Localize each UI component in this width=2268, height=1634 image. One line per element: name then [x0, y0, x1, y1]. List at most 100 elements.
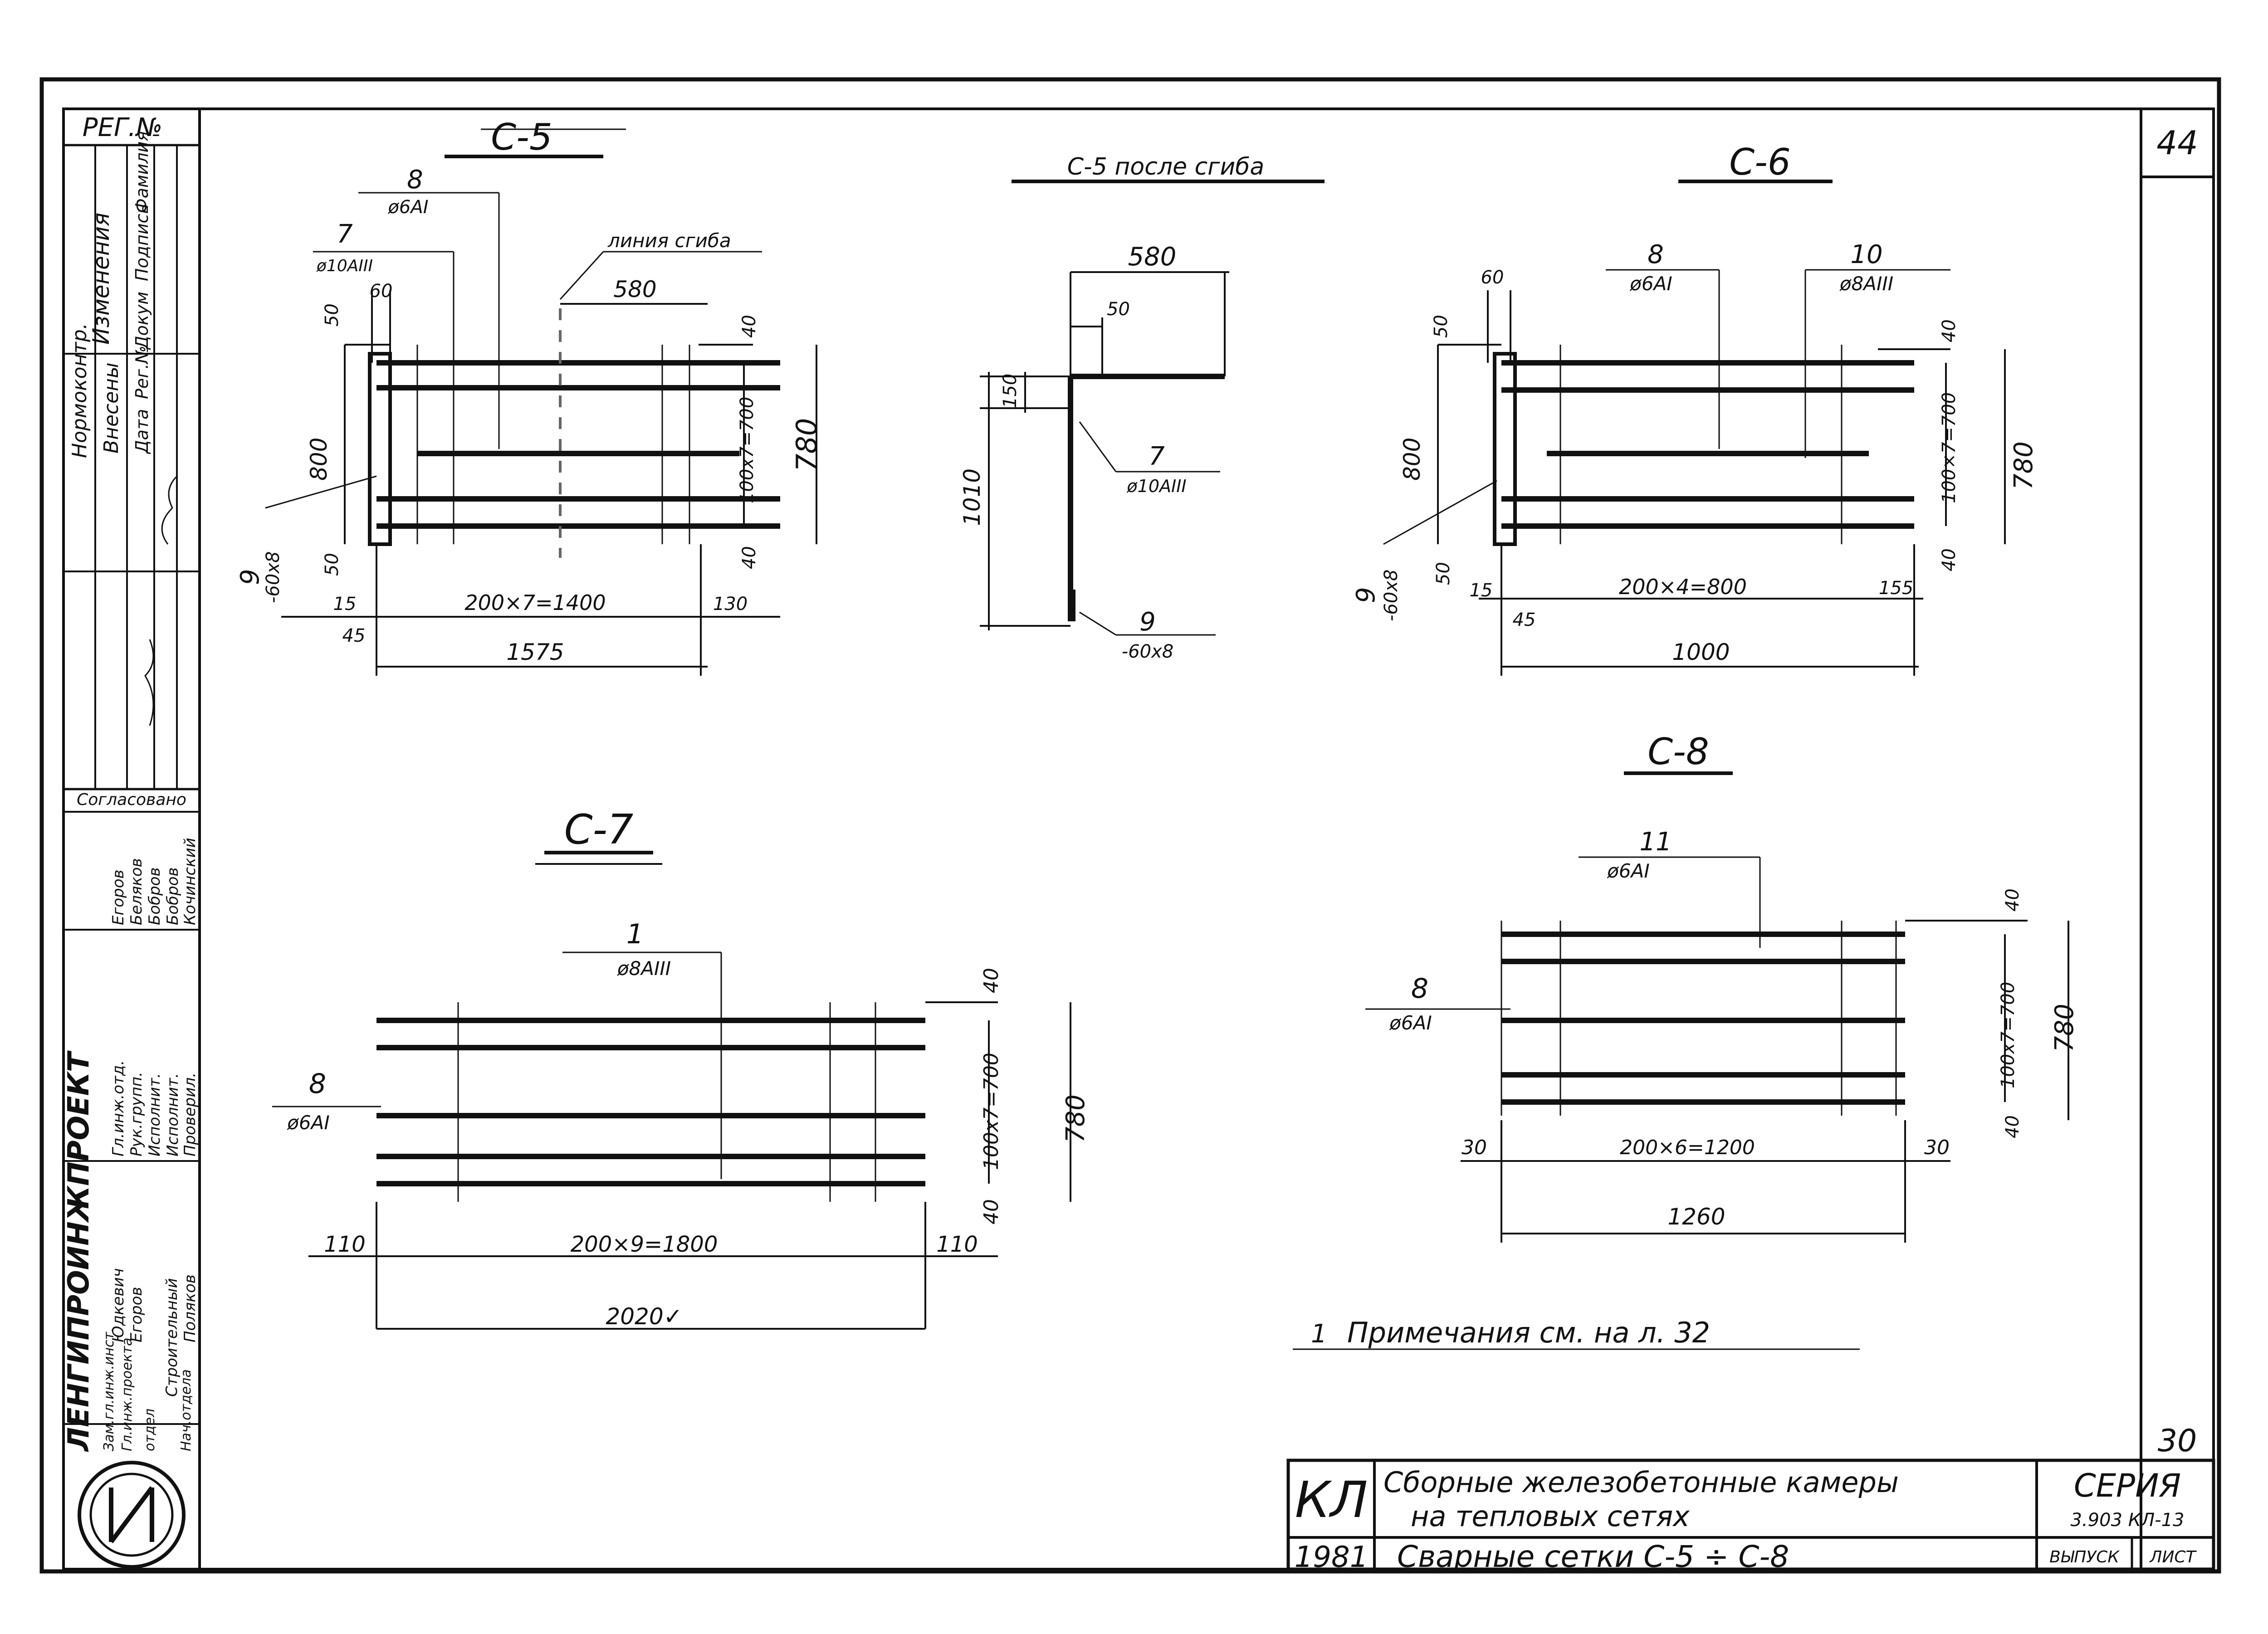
c7-dim-110-right: 110: [936, 1232, 978, 1257]
c5-title: С-5: [491, 116, 552, 158]
note-marker: 1: [1311, 1319, 1327, 1349]
org-name: ЛЕНГИПРОИНЖПРОЕКТ: [62, 1050, 96, 1452]
mesh-c8: С-8 11 ø6АI 8 ø6АI 40 100х7=700 780 40 3…: [1365, 731, 2079, 1243]
sign-role-5: Проверил.: [181, 1073, 199, 1156]
c6-dim-50-top: 50: [1431, 315, 1452, 338]
c5-dim-580: 580: [613, 276, 656, 302]
c7-dim-40-bot: 40: [980, 1199, 1003, 1224]
c6-callout-9-spec: -60х8: [1381, 570, 1402, 621]
changes-header: Изменения: [88, 213, 114, 345]
page-total: 30: [2158, 1423, 2197, 1459]
title-subtitle: Сварные сетки С-5 ÷ С-8: [1397, 1539, 1789, 1574]
agreed-name-5: Кочинский: [181, 838, 199, 925]
signature-scribble-2: [161, 475, 178, 545]
c6-dim-155: 155: [1879, 578, 1913, 599]
c5-bent-callout-7-spec: ø10АIII: [1126, 476, 1186, 496]
mesh-c6: С-6 8 ø6АI 10 ø8АIII 9 -60х8 60 50 800 4…: [1351, 141, 2038, 676]
c5-bent-dim-150: 150: [1000, 374, 1021, 408]
agreed-name-4: Бобров: [164, 867, 182, 925]
note-block: 1 Примечания см. на л. 32: [1293, 1316, 1860, 1350]
c5-flat-bar-9: [368, 352, 392, 546]
title-year: 1981: [1295, 1541, 1369, 1574]
normocontrol-label: Нормоконтр.: [68, 323, 91, 458]
c8-dim-40-top: 40: [2002, 888, 2023, 912]
c6-callout-9-num: 9: [1351, 587, 1381, 603]
c7-callout-8-spec: ø6АI: [287, 1112, 330, 1134]
c6-callout-10-spec: ø8АIII: [1839, 273, 1893, 295]
col-doc-label: Докум: [132, 292, 152, 350]
title-line-1: Сборные железобетонные камеры: [1383, 1466, 1899, 1499]
sign-role-3: Исполнит.: [146, 1073, 164, 1156]
notes-entered-label: Внесены: [100, 362, 123, 454]
mesh-c5: С-5 8 ø6АI 7 ø10АIII линия сгиба 9 -60х8: [235, 116, 823, 676]
c5-dim-50-bot: 50: [322, 553, 342, 576]
c5-bent-dim-50: 50: [1107, 299, 1130, 320]
c7-dim-780: 780: [1061, 1094, 1090, 1143]
c6-dim-100x7: 100×7=700: [1939, 392, 1960, 503]
c6-dim-1000: 1000: [1672, 639, 1730, 665]
c7-dim-40-top: 40: [980, 968, 1003, 993]
sheet-label: ЛИСТ: [2149, 1548, 2197, 1566]
c8-callout-8-spec: ø6АI: [1389, 1012, 1432, 1034]
org-role-3: отдел: [142, 1409, 158, 1451]
c6-dim-60: 60: [1481, 267, 1504, 288]
mesh-c7: С-7 1 ø8АIII 8 ø6АI 40 100х7=700 780 40 …: [272, 806, 1090, 1330]
c5-bent-callout-9-spec: -60х8: [1122, 641, 1173, 662]
sign-role-1: Гл.инж.отд.: [109, 1060, 127, 1156]
sign-name-1: Юдкевич: [109, 1268, 127, 1342]
c7-callout-1-spec: ø8АIII: [617, 957, 671, 980]
c7-callout-8-num: 8: [309, 1068, 326, 1100]
c6-dim-200x4: 200×4=800: [1619, 575, 1747, 599]
agreed-name-2: Беляков: [127, 858, 146, 925]
c7-dim-200x9: 200×9=1800: [571, 1232, 718, 1257]
c5-dim-130: 130: [713, 594, 748, 615]
c5-callout-9-num: 9: [235, 569, 265, 585]
c5-bent-dim-580: 580: [1128, 242, 1177, 272]
c5-dim-45: 45: [342, 625, 366, 646]
signature-scribble: [144, 639, 154, 726]
c5-callout-8-spec: ø6АI: [387, 197, 428, 218]
c7-dim-2020: 2020✓: [606, 1303, 682, 1330]
mesh-c5-bent: С-5 после сгиба 580 50 150 1010 7 ø10АII…: [959, 153, 1325, 662]
left-revision-strip: РЕГ.№ Изменения Внесены Нормоконтр. Дата…: [62, 113, 200, 1569]
c5-dim-40-top: 40: [739, 315, 760, 338]
c5-dim-50-top: 50: [322, 303, 342, 327]
c6-dim-780: 780: [2009, 441, 2038, 490]
sign-role-4: Исполнит.: [164, 1073, 182, 1156]
series-label: СЕРИЯ: [2074, 1467, 2181, 1504]
sheet-frame: 44: [39, 77, 2221, 1574]
c5-callout-8-num: 8: [407, 165, 423, 195]
c5-bent-title: С-5 после сгиба: [1067, 153, 1264, 180]
col-date-label: Дата: [132, 409, 152, 454]
c6-dim-50-bot: 50: [1433, 562, 1454, 585]
title-line-2: на тепловых сетях: [1411, 1500, 1690, 1533]
c8-title: С-8: [1647, 731, 1709, 773]
col-name-label: Фамилия: [132, 131, 152, 213]
c8-callout-8-num: 8: [1411, 973, 1428, 1005]
sign-name-4: Поляков: [181, 1274, 199, 1342]
c8-dim-100x7: 100х7=700: [1998, 982, 2019, 1088]
c6-dim-800: 800: [1399, 438, 1425, 481]
sign-name-3: Строительный: [163, 1278, 181, 1397]
col-reg-label: Рег.№: [132, 346, 152, 399]
c5-callout-9-spec: -60х8: [263, 551, 284, 603]
org-role-1: Зам.гл.инж.инст.: [101, 1327, 117, 1451]
c6-dim-15: 15: [1470, 580, 1493, 601]
c8-dim-40-bot: 40: [2002, 1115, 2023, 1138]
c8-dim-780: 780: [2050, 1004, 2079, 1052]
c6-callout-8-num: 8: [1647, 240, 1664, 269]
c6-callout-8-spec: ø6АI: [1629, 273, 1672, 295]
c5-dim-780: 780: [790, 418, 823, 472]
agreed-name-3: Бобров: [146, 867, 164, 925]
c5-bent-dim-1010: 1010: [959, 468, 985, 526]
c7-callout-1-num: 1: [626, 918, 644, 950]
c5-callout-7-num: 7: [337, 219, 353, 249]
note-text: Примечания см. на л. 32: [1347, 1316, 1710, 1349]
series-value: 3.903 КЛ-13: [2070, 1510, 2184, 1531]
issue-label: ВЫПУСК: [2049, 1548, 2120, 1566]
sign-name-2: Егоров: [127, 1287, 146, 1342]
agreed-label: Согласовано: [77, 790, 186, 809]
c5-dim-100x7: 100х7=700: [737, 397, 758, 503]
c5-bent-callout-9-num: 9: [1139, 607, 1156, 637]
